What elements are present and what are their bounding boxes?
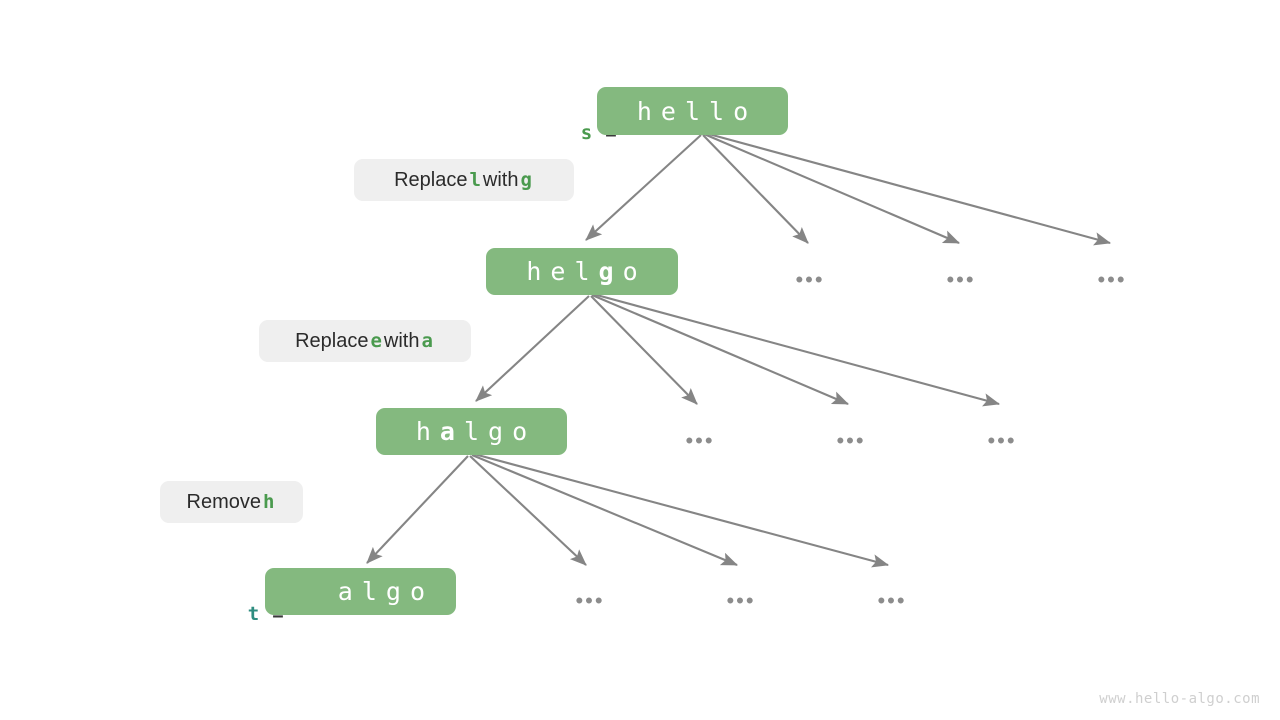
ellipsis-row2-2: ••• bbox=[836, 428, 866, 453]
arrow-helgo-to-halgo bbox=[475, 295, 590, 402]
op3-prefix: Remove bbox=[186, 490, 262, 513]
arrow-helgo-to-ellipsis-3 bbox=[592, 292, 1001, 407]
arrow-halgo-to-ellipsis-3 bbox=[473, 452, 890, 568]
string-node-helgo-text: helgo bbox=[526, 257, 647, 286]
string-node-halgo-text: halgo bbox=[415, 417, 537, 446]
op1-from-char: l bbox=[469, 169, 481, 191]
op2-from-char: e bbox=[370, 330, 382, 352]
op2-middle: with bbox=[383, 329, 420, 352]
operation-chip-remove-h[interactable]: Remove h bbox=[160, 481, 303, 523]
arrow-halgo-to-ellipsis-1 bbox=[469, 455, 587, 566]
ellipsis-row1-1: ••• bbox=[795, 267, 825, 292]
op1-middle: with bbox=[482, 168, 519, 191]
arrow-helgo-to-ellipsis-1 bbox=[590, 295, 698, 405]
operation-chip-replace-e-with-a[interactable]: Replace e with a bbox=[259, 320, 471, 362]
arrow-hello-to-ellipsis-3 bbox=[704, 131, 1112, 246]
watermark: www.hello-algo.com bbox=[1099, 691, 1260, 707]
op1-prefix: Replace bbox=[394, 168, 468, 191]
arrow-hello-to-ellipsis-1 bbox=[702, 134, 809, 244]
target-variable-name: t bbox=[247, 603, 261, 625]
ellipsis-row1-2: ••• bbox=[946, 267, 976, 292]
string-node-halgo[interactable]: halgo bbox=[376, 408, 567, 455]
ellipsis-row3-1: ••• bbox=[575, 588, 605, 613]
ellipsis-row2-3: ••• bbox=[987, 428, 1017, 453]
ellipsis-row3-2: ••• bbox=[726, 588, 756, 613]
string-node-algo-text: algo bbox=[337, 577, 434, 606]
op2-prefix: Replace bbox=[295, 329, 369, 352]
operation-chip-replace-l-with-g[interactable]: Replace l with g bbox=[354, 159, 574, 201]
arrow-helgo-to-ellipsis-2 bbox=[591, 294, 849, 405]
string-node-helgo[interactable]: helgo bbox=[486, 248, 678, 295]
arrow-halgo-to-ellipsis-2 bbox=[471, 454, 738, 566]
ellipsis-row3-3: ••• bbox=[877, 588, 907, 613]
arrow-hello-to-ellipsis-2 bbox=[703, 133, 960, 244]
ellipsis-row1-3: ••• bbox=[1097, 267, 1127, 292]
string-node-hello-text: hello bbox=[636, 96, 758, 126]
string-node-algo[interactable]: algo bbox=[265, 568, 456, 615]
op3-from-char: h bbox=[263, 491, 275, 513]
arrow-halgo-to-algo bbox=[366, 455, 469, 564]
op2-to-char: a bbox=[421, 330, 433, 352]
string-node-hello[interactable]: hello bbox=[597, 87, 788, 135]
op1-to-char: g bbox=[520, 169, 532, 191]
ellipsis-row2-1: ••• bbox=[685, 428, 715, 453]
source-variable-name: s bbox=[580, 122, 594, 144]
